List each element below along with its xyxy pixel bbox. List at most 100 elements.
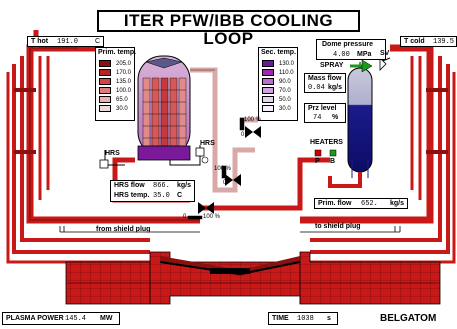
mass-flow-unit: kg/s: [328, 84, 343, 91]
spray-label: SPRAY: [320, 62, 344, 69]
hrs-temp-unit: C: [177, 192, 183, 199]
prz-level-display: Prz level 74 %: [304, 103, 346, 123]
color-swatch: [99, 105, 111, 112]
prim-temp-label: Prim. temp.: [98, 49, 137, 56]
t-cold-display: T cold 139.5: [400, 36, 457, 47]
prim-temp-legend-entry: 30.0: [99, 104, 131, 113]
page-title: ITER PFW/IBB COOLING LOOP: [97, 10, 360, 48]
heater-b-indicator[interactable]: [329, 149, 337, 157]
color-swatch: [99, 69, 111, 76]
legend-value: 100.0: [116, 87, 132, 94]
legend-value: 170.0: [116, 69, 132, 76]
plasma-power-unit: MW: [100, 315, 113, 322]
color-swatch: [262, 60, 274, 67]
prim-temp-scale: 205.0 170.0 135.0 100.0 65.0 30.0: [99, 59, 131, 113]
color-swatch: [99, 87, 111, 94]
main-valve-pct: 100 %: [203, 214, 221, 220]
hrs-flow-label: HRS flow: [114, 182, 145, 189]
legend-value: 30.0: [279, 105, 291, 112]
legend-value: 30.0: [116, 105, 128, 112]
t-hot-display: T hot 191.0 C: [27, 36, 104, 47]
legend-value: 135.0: [116, 78, 132, 85]
sec-temp-scale: 130.0 110.0 90.0 70.0 50.0 30.0: [262, 59, 294, 113]
sec-temp-legend-entry: 90.0: [262, 77, 294, 86]
main-valve-zero: 0: [183, 214, 187, 220]
legend-value: 205.0: [116, 60, 132, 67]
dome-pressure-value: 4.00: [333, 51, 350, 59]
prim-temp-legend-entry: 135.0: [99, 77, 131, 86]
color-swatch: [262, 69, 274, 76]
color-swatch: [99, 78, 111, 85]
t-cold-value: 139.5: [433, 38, 455, 46]
hrs-temp-value: 35.0: [153, 192, 170, 200]
sv-label: SV: [380, 50, 390, 57]
sec-temp-legend-entry: 50.0: [262, 95, 294, 104]
hrs-temp-label: HRS temp.: [114, 192, 150, 199]
from-shield-label: from shield plug: [96, 226, 151, 233]
sec-temp-legend-entry: 30.0: [262, 104, 294, 113]
time-unit: s: [327, 315, 331, 322]
brand-label: BELGATOM: [380, 313, 437, 324]
time-value: 1038: [297, 315, 314, 323]
prim-temp-legend-entry: 65.0: [99, 95, 131, 104]
prim-temp-legend-entry: 170.0: [99, 68, 131, 77]
sec-temp-legend-entry: 130.0: [262, 59, 294, 68]
mass-flow-value: 0.04: [308, 84, 325, 92]
t-hot-label: T hot: [31, 38, 49, 45]
color-swatch: [262, 78, 274, 85]
legend-value: 70.0: [279, 87, 291, 94]
pressurizer: [328, 62, 373, 188]
legend-value: 130.0: [279, 60, 295, 67]
sec-temp-legend-entry: 110.0: [262, 68, 294, 77]
hrs-heat-exchanger-icon: [99, 159, 109, 169]
to-shield-label: to shield plug: [315, 223, 361, 230]
sec-temp-label: Sec. temp.: [261, 49, 297, 56]
prz-level-label: Prz level: [308, 105, 337, 112]
hrs-readout: HRS flow 866. kg/s HRS temp. 35.0 C: [110, 180, 195, 202]
hot-leg-pipes: [6, 30, 200, 264]
prim-flow-value: 652.: [361, 200, 378, 208]
prim-temp-legend: Prim. temp. 205.0 170.0 135.0 100.0 65.0 30.0: [95, 47, 137, 121]
spray-valve-icon[interactable]: [361, 59, 373, 73]
hrs-flow-unit: kg/s: [177, 182, 192, 189]
time-label: TIME: [272, 315, 289, 322]
safety-valve-icon[interactable]: [379, 57, 387, 71]
color-swatch: [262, 105, 274, 112]
color-swatch: [262, 87, 274, 94]
prz-level-value: 74: [313, 114, 322, 122]
legend-value: 90.0: [279, 78, 291, 85]
legend-value: 110.0: [279, 69, 294, 76]
main-valve-icon[interactable]: [198, 202, 214, 214]
hrs-valve-zero: 0: [241, 132, 245, 138]
bypass-valve-pct: 100 %: [214, 166, 232, 172]
plasma-power-label: PLASMA POWER: [6, 315, 64, 322]
prim-temp-legend-entry: 205.0: [99, 59, 131, 68]
hrs-flow-value: 866.: [153, 182, 170, 190]
blanket-modules: [65, 251, 441, 305]
mass-flow-label: Mass flow: [308, 75, 342, 82]
dome-pressure-unit: MPa: [357, 51, 372, 58]
heat-exchanger: [137, 55, 191, 161]
plasma-power-value: 145.4: [65, 315, 87, 323]
hrs-label-top: HRS: [200, 140, 215, 147]
t-hot-unit: C: [95, 38, 101, 45]
legend-value: 65.0: [116, 96, 128, 103]
heater-p-indicator[interactable]: [314, 149, 322, 157]
legend-value: 50.0: [279, 96, 291, 103]
prz-level-unit: %: [332, 114, 339, 121]
prim-temp-legend-entry: 100.0: [99, 86, 131, 95]
t-hot-value: 191.0: [57, 38, 79, 46]
hrs-valve-icon[interactable]: [245, 126, 261, 138]
color-swatch: [99, 60, 111, 67]
color-swatch: [99, 96, 111, 103]
hrs-label-left: HRS: [105, 150, 120, 157]
bypass-valve-zero: 0: [223, 180, 227, 186]
heaters-label: HEATERS: [310, 139, 343, 146]
mass-flow-display: Mass flow 0.04 kg/s: [304, 73, 346, 93]
heater-b-label: B: [330, 158, 336, 165]
prim-flow-label: Prim. flow: [318, 200, 352, 207]
sec-temp-legend-entry: 70.0: [262, 86, 294, 95]
bypass-valve-icon[interactable]: [225, 174, 241, 186]
